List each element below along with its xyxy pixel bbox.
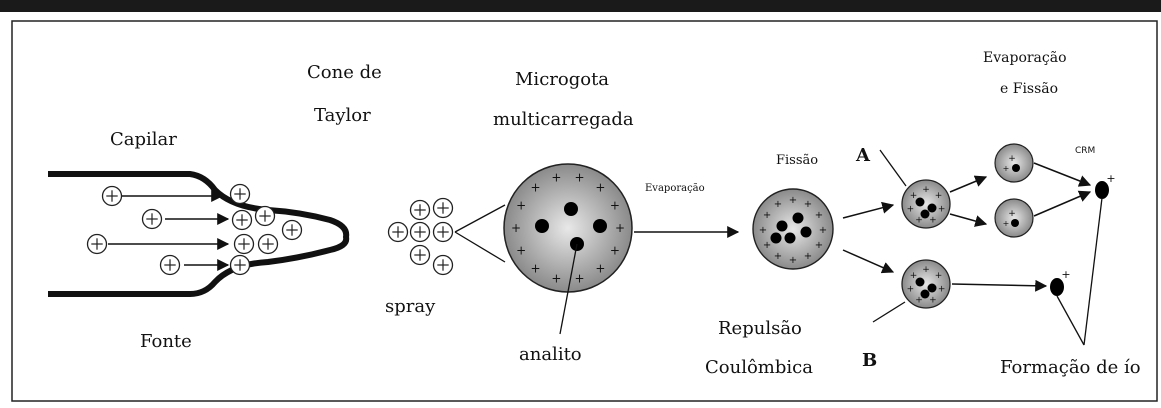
circled-plus-ion [434,199,453,218]
charge-plus: + [1008,154,1016,164]
charge-plus: + [935,271,943,281]
charge-plus: + [922,265,930,275]
charge-plus: + [759,225,767,236]
label-microgota-line2: multicarregada [493,109,634,130]
charge-plus: + [575,272,585,286]
charge-plus: + [595,262,605,276]
circled-plus-ion [283,221,302,240]
gas-phase-ions [1050,181,1109,296]
charge-plus: + [575,170,585,184]
charge-plus: + [763,210,771,221]
label-capilar: Capilar [110,129,177,150]
charge-plus: + [804,251,812,262]
charge-plus: + [551,170,561,184]
label-path-b: B [862,350,877,371]
label-evap-fissao-line1: Evaporação [983,50,1067,66]
charge-plus: + [910,271,918,281]
label-cone-line2: Taylor [314,105,371,126]
circled-plus-ion [256,207,275,226]
charge-plus: + [910,191,918,201]
multicharged-droplet [504,164,632,292]
label-formacao: Formação de ío [1000,357,1141,378]
capillary-flow-arrows [108,196,228,265]
charge-plus: + [938,205,946,215]
label-evap-fissao-line2: e Fissão [1000,81,1058,97]
label-crm: CRM [1075,146,1095,156]
charge-plus: + [1106,172,1115,185]
charge-plus: + [819,225,827,236]
circled-plus-ion [259,235,278,254]
circled-plus-ion [231,185,250,204]
charge-plus: + [551,272,561,286]
circled-plus-ion [411,201,430,220]
charge-plus: + [1061,268,1070,281]
charge-plus: + [774,251,782,262]
label-repulsao-line2: Coulômbica [705,357,813,378]
charge-plus: + [815,210,823,221]
capillary [48,174,346,294]
path-label-lines [873,150,906,322]
charge-plus: + [763,240,771,251]
circled-plus-ion [434,223,453,242]
charge-plus: + [615,221,625,235]
circled-plus-ion [233,211,252,230]
charge-plus: + [1003,219,1010,228]
label-repulsao-line1: Repulsão [718,318,802,339]
circled-plus-ion [389,223,408,242]
circled-plus-ion [88,235,107,254]
charge-plus: + [804,199,812,210]
charge-plus: + [929,215,937,225]
top-border-strip [0,0,1161,12]
charge-plus: + [915,295,923,305]
charge-plus: + [774,199,782,210]
circled-plus-ion [411,223,430,242]
path-a-arrows [950,177,986,224]
charge-plus: + [531,180,541,194]
label-fissao: Fissão [776,153,818,168]
circled-plus-ion [231,256,250,275]
charge-plus: + [938,285,946,295]
circled-plus-ion [411,246,430,265]
charge-plus: + [511,221,521,235]
spray-droplets [389,199,453,275]
charge-plus: + [1008,209,1016,219]
charge-plus: + [595,180,605,194]
charge-plus: + [516,198,526,212]
label-fonte: Fonte [140,331,192,352]
circled-plus-ion [103,187,122,206]
charge-plus: + [610,244,620,258]
label-cone-line1: Cone de [307,62,382,83]
charge-plus: + [907,205,915,215]
circled-plus-ion [143,210,162,229]
label-spray: spray [385,296,436,317]
charge-plus: + [610,198,620,212]
label-path-a: A [855,145,871,166]
charge-plus: + [789,255,797,266]
charge-plus: + [922,185,930,195]
charge-plus: + [907,285,915,295]
spray-fan-lines [455,205,505,262]
fission-arrows [843,205,893,272]
charge-plus: + [915,215,923,225]
circled-plus-ion [235,235,254,254]
charge-plus: + [815,240,823,251]
charge-plus: + [1003,164,1010,173]
label-analito: analito [519,344,582,365]
charge-plus: + [531,262,541,276]
charge-plus: + [789,195,797,206]
label-evaporacao: Evaporação [645,183,705,194]
label-microgota-line1: Microgota [515,69,609,90]
circled-plus-ion [434,256,453,275]
charge-plus: + [929,295,937,305]
charge-plus: + [935,191,943,201]
circled-plus-ion [161,256,180,275]
charge-plus: + [516,244,526,258]
